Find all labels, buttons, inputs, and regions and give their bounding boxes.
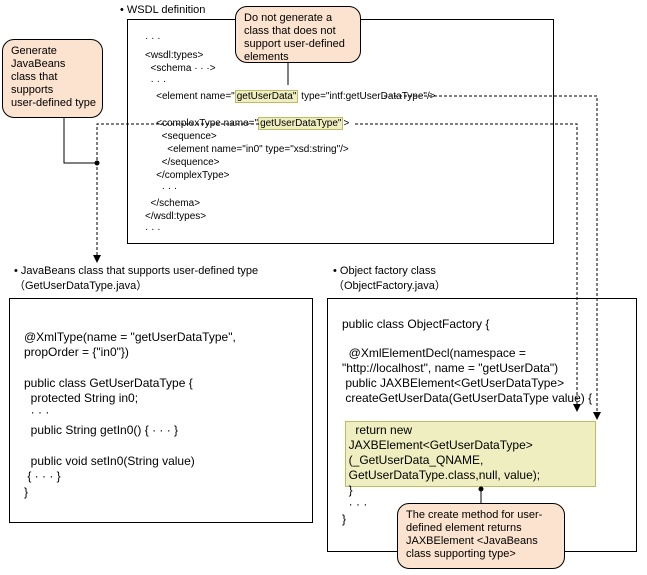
highlight-getuserdatatype: getUserDataType" bbox=[258, 117, 344, 130]
factory-line: @XmlElementDecl(namespace = bbox=[342, 346, 526, 360]
factory-line: public JAXBElement<GetUserDataType> bbox=[342, 376, 565, 390]
javabean-line: @XmlType(name = "getUserDataType", bbox=[24, 330, 236, 344]
javabean-heading: • JavaBeans class that supports user-def… bbox=[14, 265, 259, 277]
javabean-line: public String getIn0() { · · · } bbox=[24, 423, 179, 437]
javabean-line: public void setIn0(String value) bbox=[24, 454, 195, 468]
callout-line: support user-defined bbox=[244, 38, 345, 50]
factory-line: return new bbox=[342, 423, 413, 437]
wsdl-heading: • WSDL definition bbox=[120, 4, 206, 16]
factory-line: GetUserDataType.class,null, value); bbox=[342, 468, 541, 482]
wsdl-line: </wsdl:types> bbox=[145, 211, 207, 222]
callout-line: supports bbox=[11, 84, 54, 96]
factory-class-box: public class ObjectFactory { @XmlElement… bbox=[327, 298, 637, 552]
factory-line: } bbox=[342, 512, 347, 526]
callout-line: The create method for user- bbox=[406, 509, 543, 521]
element-to-factory-arrow bbox=[384, 95, 601, 420]
javabean-line: · · · bbox=[24, 405, 50, 419]
javabean-line: public class GetUserDataType { bbox=[24, 376, 193, 390]
factory-line: · · · bbox=[342, 497, 368, 511]
wsdl-element-line: <element name="getUserData" type="intf:g… bbox=[145, 90, 436, 103]
wsdl-line: <element name="in0" type="xsd:string"/> bbox=[145, 144, 349, 155]
factory-subheading: （ObjectFactory.java） bbox=[333, 280, 446, 292]
wsdl-line: </sequence> bbox=[145, 157, 220, 168]
callout-line: class supporting type> bbox=[406, 548, 516, 560]
factory-line: "http://localhost", name = "getUserData"… bbox=[342, 361, 559, 375]
type-to-factory-arrow bbox=[355, 123, 581, 412]
factory-line: public class ObjectFactory { bbox=[342, 317, 490, 331]
wsdl-line: · · · bbox=[145, 76, 167, 87]
factory-line: } bbox=[342, 483, 353, 497]
callout-line: Do not generate a bbox=[244, 12, 333, 24]
factory-line: JAXBElement<GetUserDataType> bbox=[342, 438, 533, 452]
javabean-class-box: @XmlType(name = "getUserDataType", propO… bbox=[9, 298, 313, 523]
wsdl-line: <schema · · ·> bbox=[145, 63, 216, 74]
wsdl-element-prefix: <element name=" bbox=[145, 91, 235, 102]
javabean-line: { · · · } bbox=[24, 469, 61, 483]
wsdl-line: </schema> bbox=[145, 198, 201, 209]
factory-line: (_GetUserData_QNAME, bbox=[342, 453, 484, 467]
javabean-line: protected String in0; bbox=[24, 391, 139, 405]
factory-heading: • Object factory class bbox=[333, 265, 436, 277]
javabean-subheading: （GetUserDataType.java） bbox=[14, 280, 148, 292]
wsdl-complextype-suffix: > bbox=[343, 118, 350, 129]
callout-line: defined element returns bbox=[406, 522, 522, 534]
create-method-callout: The create method for user- defined elem… bbox=[397, 503, 565, 569]
wsdl-line: · · · bbox=[145, 33, 161, 44]
wsdl-line: · · · bbox=[145, 183, 178, 194]
no-generate-callout: Do not generate a class that does not su… bbox=[235, 6, 361, 63]
javabeans-callout: Generate JavaBeans class that supports u… bbox=[2, 39, 103, 118]
callout-line: user-defined type bbox=[11, 97, 96, 109]
wsdl-line: · · · bbox=[145, 224, 161, 235]
create-method-highlight bbox=[345, 421, 596, 487]
callout-line: elements bbox=[244, 51, 289, 63]
wsdl-line: <sequence> bbox=[145, 131, 217, 142]
highlight-getuserdata: getUserData" bbox=[234, 90, 299, 103]
javabean-line: } bbox=[24, 485, 29, 499]
callout-line: class that bbox=[11, 71, 58, 83]
callout-line: JAXBElement <JavaBeans bbox=[406, 535, 538, 547]
wsdl-definition-box: · · · <wsdl:types> <schema · · ·> · · · … bbox=[127, 19, 554, 244]
callout-line: class that does not bbox=[244, 25, 336, 37]
wsdl-element-suffix: type="intf:getUserDataType"/> bbox=[298, 91, 436, 102]
javabean-line: propOrder = {"in0"}) bbox=[24, 345, 129, 359]
wsdl-line: </complexType> bbox=[145, 170, 230, 181]
callout-line: Generate bbox=[11, 45, 57, 57]
type-to-javabean-arrow bbox=[93, 123, 259, 263]
create-method-dot bbox=[478, 486, 484, 492]
wsdl-line: <wsdl:types> bbox=[145, 50, 204, 61]
callout-line: JavaBeans bbox=[11, 58, 66, 70]
javabeans-callout-connector bbox=[63, 118, 97, 164]
